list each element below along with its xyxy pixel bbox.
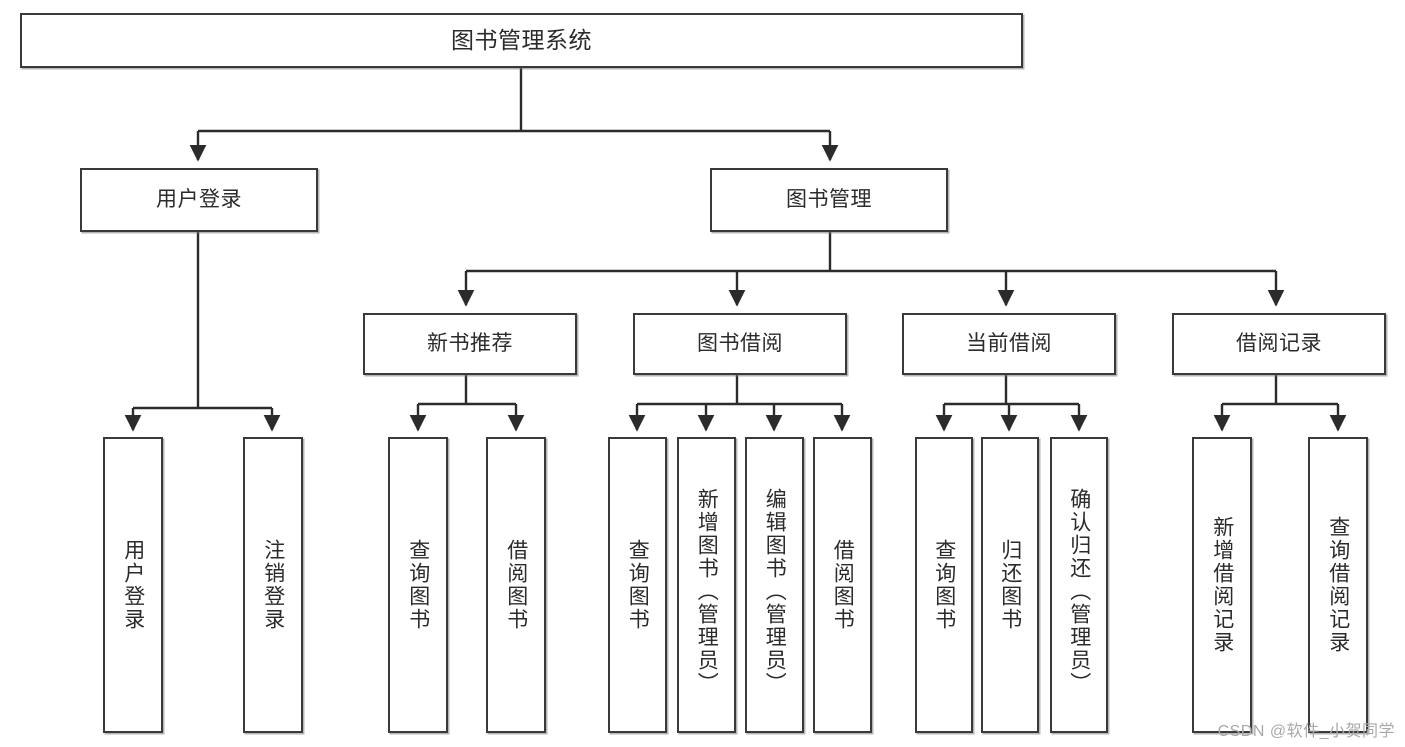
node-label: 新增图书（管理员） (695, 487, 719, 695)
node-label: 用户登录 (156, 187, 242, 211)
leaf-query-book-current[interactable]: 查询图书 (915, 437, 973, 733)
node-label: 新书推荐 (427, 331, 513, 355)
node-label: 用户登录 (121, 539, 145, 631)
leaf-query-borrow-record[interactable]: 查询借阅记录 (1308, 437, 1368, 733)
leaf-confirm-return[interactable]: 确认归还（管理员） (1050, 437, 1108, 733)
leaf-edit-book[interactable]: 编辑图书（管理员） (745, 437, 804, 733)
node-label: 图书管理 (786, 187, 872, 211)
node-current-borrow[interactable]: 当前借阅 (902, 313, 1116, 375)
node-label: 当前借阅 (966, 331, 1052, 355)
node-label: 注销登录 (261, 539, 285, 631)
node-label: 查询图书 (932, 539, 956, 631)
node-label: 借阅图书 (504, 539, 528, 631)
node-label: 图书借阅 (697, 331, 783, 355)
node-borrow-record[interactable]: 借阅记录 (1172, 313, 1386, 375)
node-label: 查询借阅记录 (1326, 516, 1350, 654)
node-label: 图书管理系统 (451, 26, 592, 53)
node-book-management[interactable]: 图书管理 (710, 168, 948, 232)
leaf-user-login[interactable]: 用户登录 (103, 437, 163, 733)
node-label: 查询图书 (626, 539, 650, 631)
node-label: 借阅图书 (831, 539, 855, 631)
node-new-book-recommend[interactable]: 新书推荐 (363, 313, 577, 375)
leaf-borrow-book[interactable]: 借阅图书 (813, 437, 872, 733)
leaf-return-book[interactable]: 归还图书 (981, 437, 1039, 733)
node-root-system[interactable]: 图书管理系统 (20, 13, 1023, 68)
node-label: 归还图书 (998, 539, 1022, 631)
node-label: 新增借阅记录 (1210, 516, 1234, 654)
leaf-borrow-book-recommend[interactable]: 借阅图书 (486, 437, 546, 733)
leaf-add-borrow-record[interactable]: 新增借阅记录 (1192, 437, 1252, 733)
leaf-add-book[interactable]: 新增图书（管理员） (677, 437, 736, 733)
node-label: 编辑图书（管理员） (763, 487, 787, 695)
node-label: 借阅记录 (1236, 331, 1322, 355)
node-book-borrow[interactable]: 图书借阅 (633, 313, 847, 375)
node-label: 确认归还（管理员） (1067, 487, 1091, 695)
leaf-logout-login[interactable]: 注销登录 (243, 437, 303, 733)
leaf-query-book-recommend[interactable]: 查询图书 (388, 437, 448, 733)
node-label: 查询图书 (406, 539, 430, 631)
leaf-query-book-borrow[interactable]: 查询图书 (608, 437, 667, 733)
watermark-text: CSDN @软件_小贺同学 (1217, 723, 1395, 740)
node-user-login[interactable]: 用户登录 (80, 168, 318, 232)
